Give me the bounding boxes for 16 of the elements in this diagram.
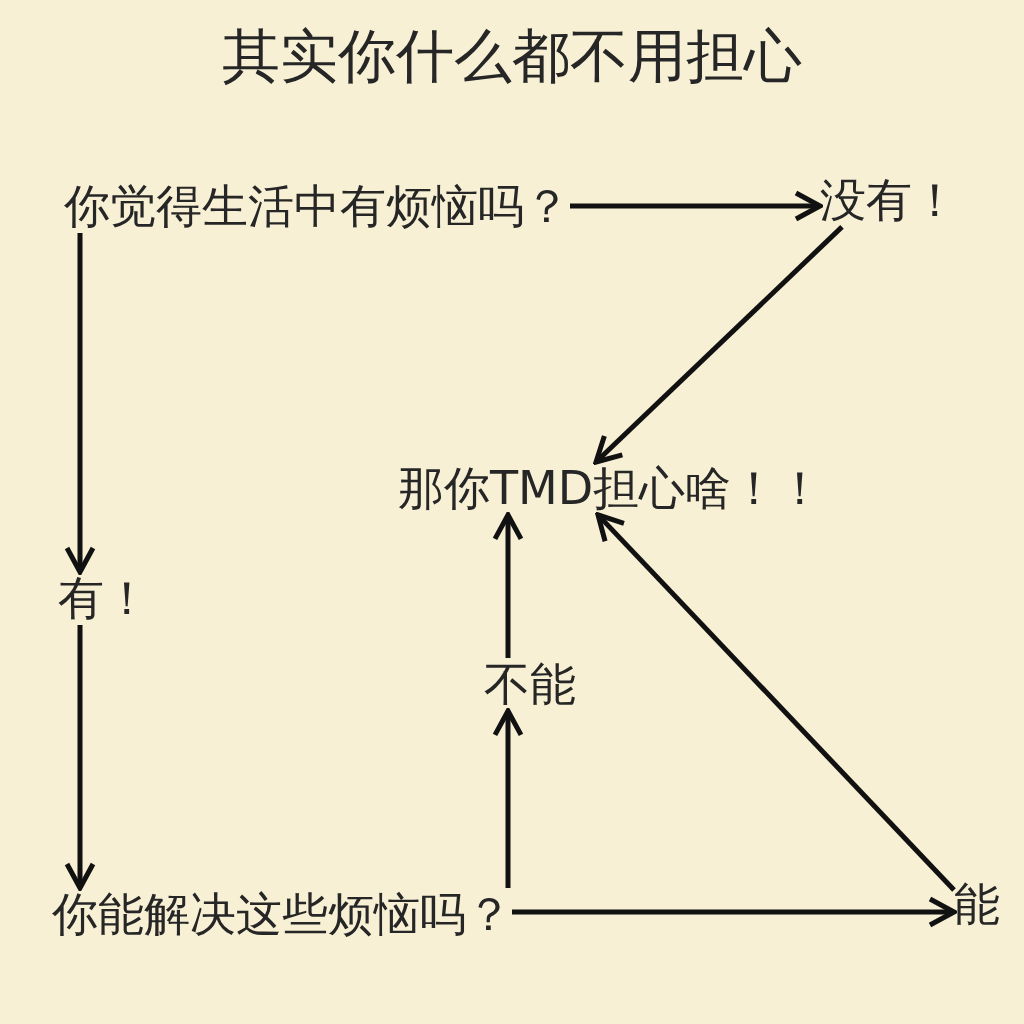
arrow — [64, 624, 96, 891]
flow-text: 没有！ — [820, 174, 958, 227]
arrow — [492, 512, 524, 658]
arrow — [492, 708, 524, 888]
flow-text: 不能 — [484, 658, 576, 711]
arrow — [593, 225, 844, 465]
arrow — [595, 512, 956, 892]
flow-text: 你觉得生活中有烦恼吗？ — [64, 180, 570, 233]
flow-text: 有！ — [58, 572, 150, 625]
arrow — [570, 190, 823, 222]
flow-text: 你能解决这些烦恼吗？ — [52, 888, 512, 941]
flow-text: 那你TMD担心啥！！ — [398, 462, 824, 515]
flow-text: 能 — [954, 878, 1000, 931]
diagram-title: 其实你什么都不用担心 — [222, 22, 802, 92]
arrow — [512, 896, 957, 928]
arrow — [64, 232, 96, 575]
